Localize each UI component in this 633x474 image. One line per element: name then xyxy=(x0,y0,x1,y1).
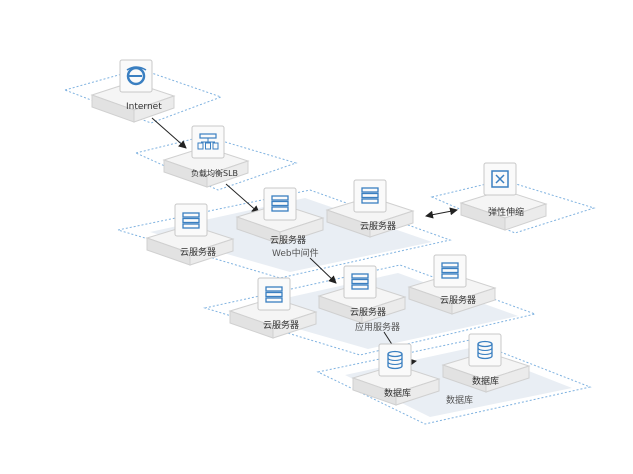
app-server-2-label: 云服务器 xyxy=(350,306,386,318)
web-server-1-label: 云服务器 xyxy=(180,246,216,258)
internet-node[interactable]: Internet xyxy=(90,59,176,123)
server-icon xyxy=(265,286,283,303)
db-1-label: 数据库 xyxy=(384,387,411,399)
web-server-2-label: 云服务器 xyxy=(270,234,306,246)
web-server-2[interactable]: 云服务器 xyxy=(235,187,325,246)
arrow-slb-web xyxy=(225,183,260,214)
slb-node[interactable]: 负载均衡SLB xyxy=(162,125,250,188)
slb-platform xyxy=(134,135,298,191)
web-server-3[interactable]: 云服务器 xyxy=(325,179,415,238)
web-server-1[interactable]: 云服务器 xyxy=(145,203,235,266)
database-icon xyxy=(477,340,493,360)
server-icon xyxy=(441,262,459,279)
server-icon xyxy=(271,195,289,212)
load-balancer-icon xyxy=(197,133,219,150)
db-group-label: 数据库 xyxy=(446,394,473,406)
server-icon xyxy=(351,273,369,290)
web-group-label: Web中间件 xyxy=(272,247,319,259)
arrow-web-app xyxy=(309,257,337,284)
internet-explorer-icon xyxy=(126,66,147,86)
server-icon xyxy=(182,212,200,229)
app-server-3-label: 云服务器 xyxy=(440,294,476,306)
web-server-3-label: 云服务器 xyxy=(360,220,396,232)
db-node-1[interactable]: 数据库 xyxy=(351,343,441,406)
elastic-node[interactable]: 弹性伸缩 xyxy=(459,162,548,231)
db-node-2[interactable]: 数据库 xyxy=(441,333,531,393)
arrow-web-elastic xyxy=(425,207,458,219)
arrow-internet-slb xyxy=(151,117,187,149)
elastic-label: 弹性伸缩 xyxy=(488,206,524,218)
app-server-3[interactable]: 云服务器 xyxy=(407,254,497,315)
server-icon xyxy=(361,187,379,204)
app-server-2[interactable]: 云服务器 xyxy=(317,265,407,324)
slb-label: 负载均衡SLB xyxy=(191,168,238,178)
app-server-1[interactable]: 云服务器 xyxy=(228,277,318,339)
app-server-1-label: 云服务器 xyxy=(263,319,299,331)
app-group-label: 应用服务器 xyxy=(355,321,400,333)
internet-label: Internet xyxy=(126,102,162,112)
database-icon xyxy=(387,350,403,370)
auto-scaling-icon xyxy=(491,170,509,188)
db-2-label: 数据库 xyxy=(472,375,499,387)
